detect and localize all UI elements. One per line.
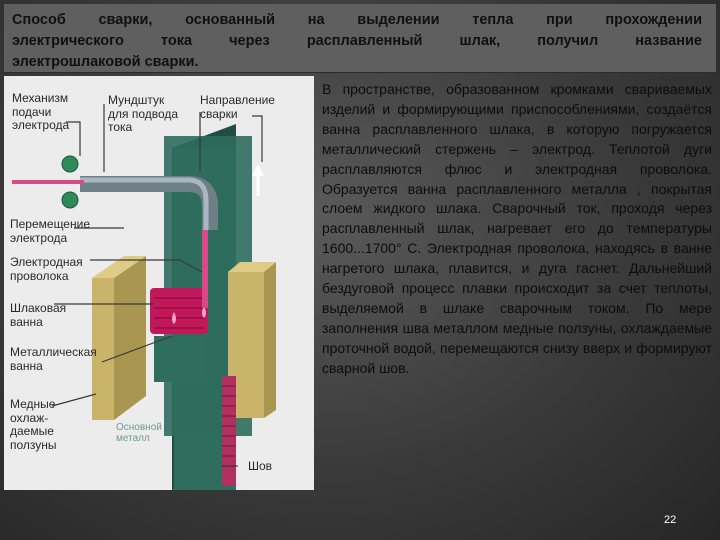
label-base-metal: Основной металл: [116, 422, 162, 444]
title-line-3: электрошлаковой сварки.: [12, 54, 199, 70]
copper-slider-left: [92, 278, 114, 420]
feed-roller-top: [61, 155, 79, 173]
diagram-drawing: [12, 104, 276, 490]
label-nozzle: Мундштук для подвода тока: [108, 93, 179, 134]
copper-slider-left-side: [114, 256, 146, 420]
label-weld-direction: Направление сварки: [200, 93, 275, 121]
label-electrode-movement: Перемещение электрода: [10, 217, 90, 245]
label-feed-mechanism: Механизм подачи электрода: [12, 91, 70, 132]
slag-bath: [150, 288, 208, 334]
label-electrode-wire: Электродная проволока: [10, 255, 83, 283]
electrode-wire: [202, 228, 208, 308]
title-line-2: электрического тока через расплавленный …: [12, 33, 702, 49]
title-line-1: Способ сварки, основанный на выделении т…: [12, 12, 702, 28]
label-seam: Шов: [248, 459, 273, 473]
label-slag-bath: Шлаковая ванна: [10, 301, 67, 329]
electroslag-welding-diagram: Механизм подачи электрода Мундштук для п…: [4, 76, 314, 490]
body-text: В пространстве, образованном кромками св…: [322, 81, 712, 376]
label-metal-bath: Металлическая ванна: [10, 345, 97, 373]
weld-seam: [222, 376, 236, 486]
page-number: 22: [664, 514, 677, 526]
slide-title: Способ сварки, основанный на выделении т…: [4, 4, 716, 73]
feed-roller-bottom: [61, 191, 79, 209]
label-copper-slides: Медные охлаж- даемые ползуны: [10, 397, 57, 452]
